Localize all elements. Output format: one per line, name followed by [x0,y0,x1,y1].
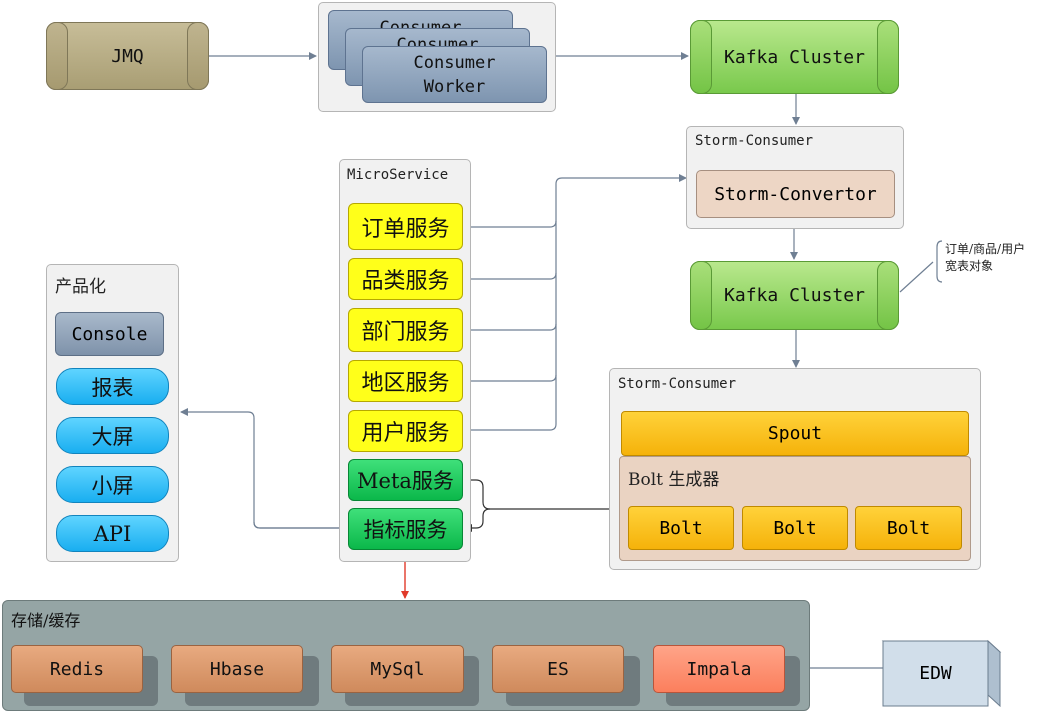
service-metric: 指标服务 [348,508,463,550]
spout-node: Spout [621,411,969,456]
jmq-node: JMQ [46,22,209,90]
edge-product-metric [180,408,346,529]
storage-mysql: MySql [331,645,464,693]
service-order: 订单服务 [348,203,463,250]
console-node: Console [55,312,164,356]
bolt-node-3: Bolt [855,506,962,550]
storage-title: 存储/缓存 [11,611,81,630]
storm-convertor: Storm-Convertor [696,170,895,218]
microservice-title: MicroService [347,167,449,183]
storage-es: ES [492,645,624,693]
storm-consumer-2-title: Storm-Consumer [618,376,737,392]
kafka-cluster-mid: Kafka Cluster [690,261,899,330]
jmq-label: JMQ [111,45,144,67]
service-category: 品类服务 [348,258,463,300]
product-api: API [56,515,169,552]
product-report: 报表 [56,368,169,405]
edw-label: EDW [919,663,952,684]
bolt-generator-title: Bolt 生成器 [628,470,720,490]
service-meta: Meta服务 [348,459,463,501]
bolt-node-2: Bolt [742,506,848,550]
edw-node: EDW [883,641,988,706]
edw-box-shape [881,639,1002,708]
consumer-worker-front: Consumer Worker [362,46,547,103]
product-title: 产品化 [55,277,106,297]
kafka-mid-label: Kafka Cluster [724,285,865,306]
storage-redis: Redis [11,645,143,693]
kafka-cluster-top: Kafka Cluster [690,20,899,94]
service-user: 用户服务 [348,410,463,452]
kafka-note: 订单/商品/用户 宽表对象 [945,242,1026,273]
service-region: 地区服务 [348,360,463,402]
bolt-node-1: Bolt [628,506,734,550]
edge-services-convertor [463,174,687,228]
product-small-screen: 小屏 [56,466,169,503]
edge-meta-bolt [463,479,619,513]
note-callout-line [899,261,934,293]
storage-impala: Impala [653,645,785,693]
storage-hbase: Hbase [171,645,303,693]
storm-consumer-1-title: Storm-Consumer [695,133,814,149]
product-big-screen: 大屏 [56,417,169,454]
service-department: 部门服务 [348,308,463,352]
kafka-top-label: Kafka Cluster [724,46,865,68]
